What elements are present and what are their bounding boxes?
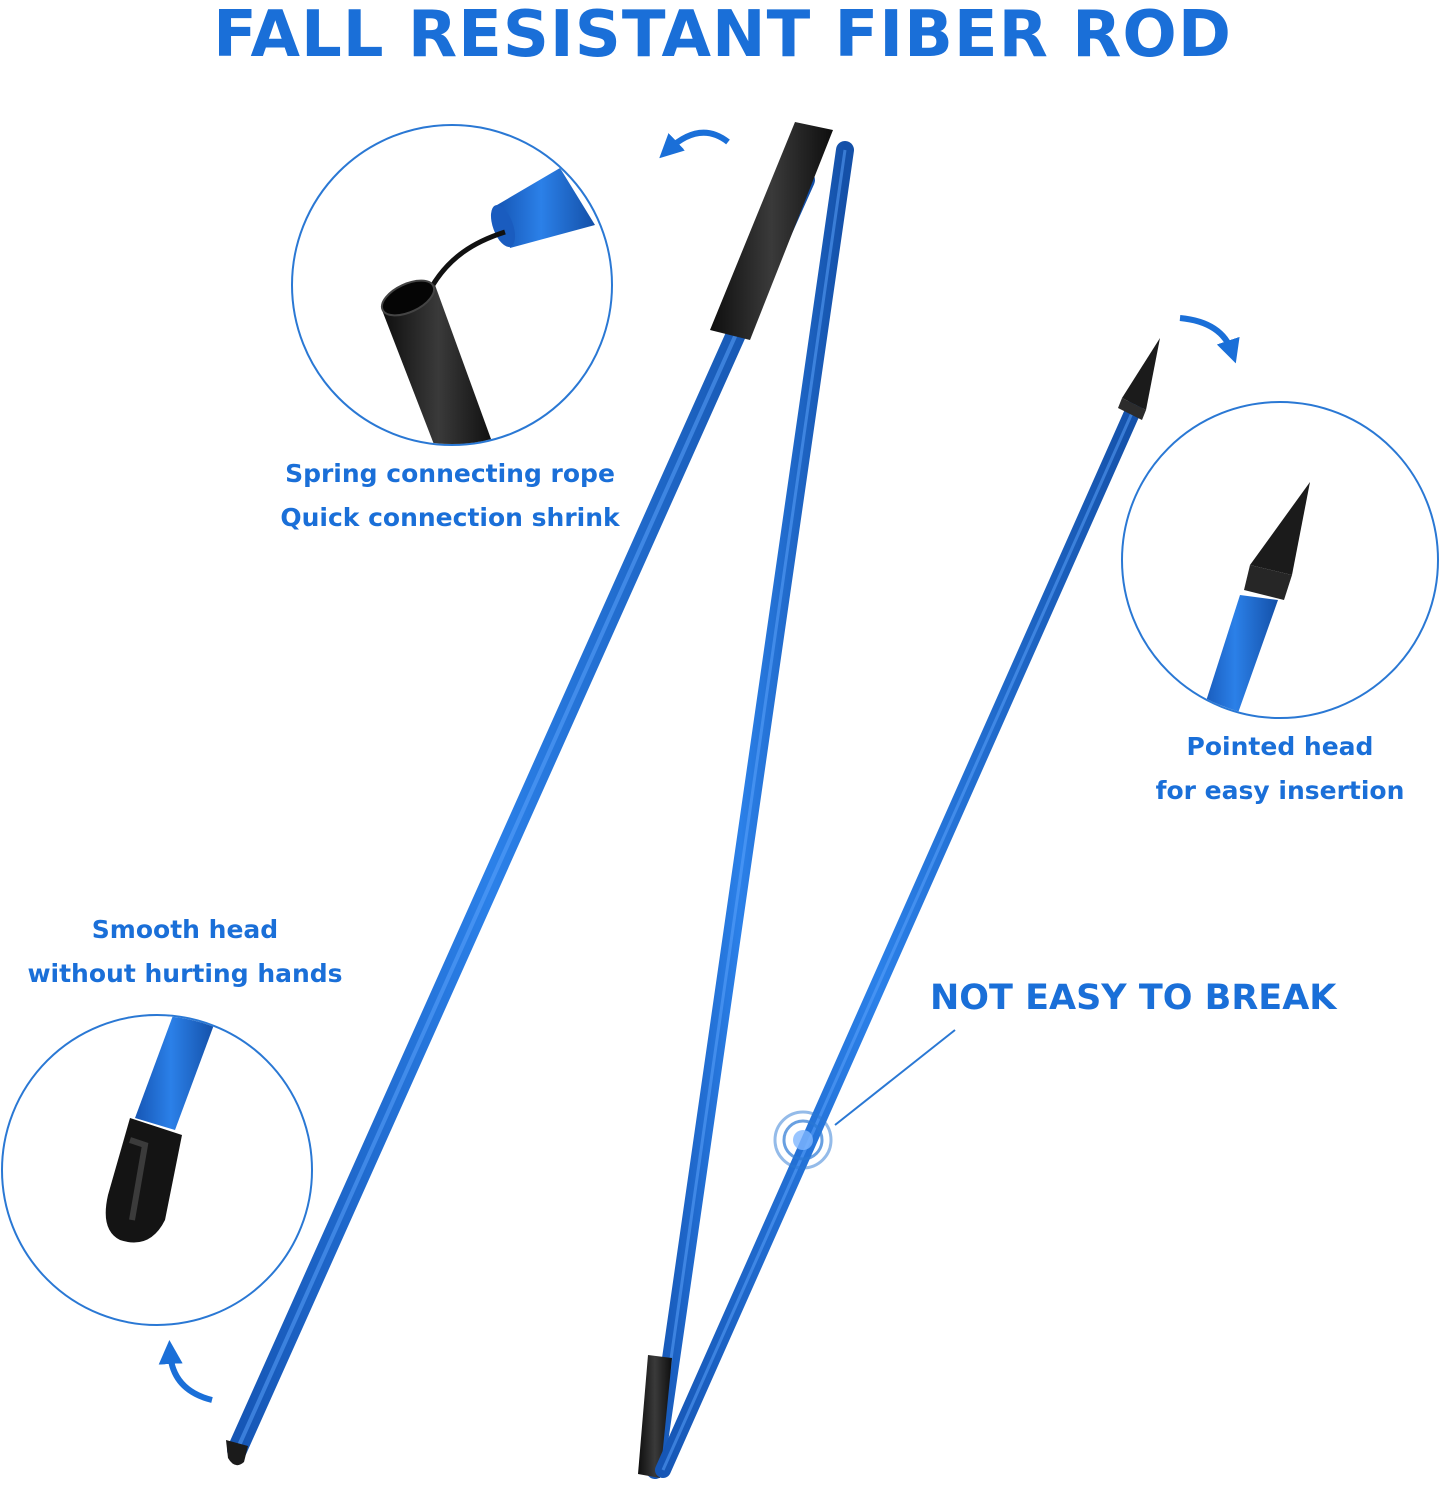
detail-circle-smooth xyxy=(1,1014,313,1326)
detail-circle-pointed xyxy=(1121,401,1439,719)
ripple-marker-icon xyxy=(773,1029,956,1170)
caption-spring: Spring connecting rope Quick connection … xyxy=(230,452,670,540)
caption-smooth-line1: Smooth head xyxy=(91,915,279,944)
rotate-arrow-icon xyxy=(659,129,730,159)
caption-spring-line2: Quick connection shrink xyxy=(280,503,620,532)
rod-right xyxy=(655,338,1160,1478)
rotate-arrow-icon xyxy=(158,1340,213,1403)
caption-spring-line1: Spring connecting rope xyxy=(285,459,615,488)
caption-pointed-line1: Pointed head xyxy=(1186,732,1374,761)
detail-circle-spring xyxy=(291,124,613,446)
page-title: FALL RESISTANT FIBER ROD xyxy=(213,0,1232,72)
rod-left xyxy=(226,122,833,1466)
caption-smooth-line2: without hurting hands xyxy=(27,959,343,988)
caption-pointed: Pointed head for easy insertion xyxy=(1120,725,1440,813)
caption-smooth: Smooth head without hurting hands xyxy=(10,908,360,996)
caption-durable: NOT EASY TO BREAK xyxy=(930,978,1337,1018)
rod-middle xyxy=(638,141,854,1479)
rotate-arrow-icon xyxy=(1179,315,1240,364)
caption-pointed-line2: for easy insertion xyxy=(1155,776,1405,805)
